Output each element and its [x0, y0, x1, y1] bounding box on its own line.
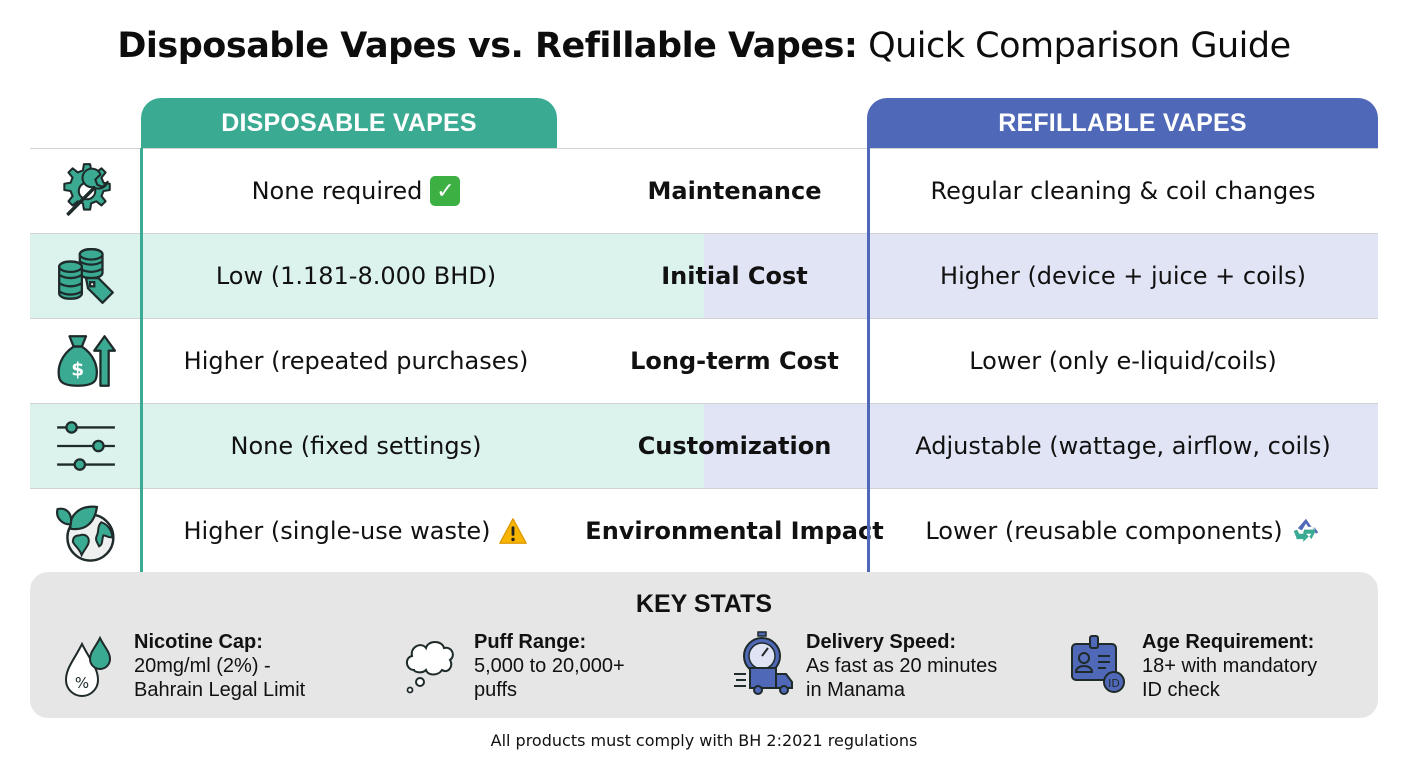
- refillable-column-divider: [867, 148, 870, 572]
- row-icon-cell: [30, 489, 141, 573]
- table-row-environmental-impact: Higher (single-use waste) Environmental …: [30, 488, 1378, 573]
- stat-label: Puff Range:: [474, 631, 587, 653]
- check-mark-icon: ✓: [430, 176, 461, 206]
- coins-price-tag-icon: [57, 248, 114, 304]
- page-title-bold: Disposable Vapes vs. Refillable Vapes:: [117, 26, 858, 66]
- disposable-environmental-impact-value: Higher (single-use waste): [141, 489, 571, 573]
- table-row-long-term-cost: $ Higher (repeated purchases) Long-term …: [30, 318, 1378, 403]
- compliance-footnote: All products must comply with BH 2:2021 …: [490, 731, 918, 750]
- svg-text:$: $: [71, 359, 84, 380]
- stat-age-requirement: ID Age Requirement: 18+ with mandatory I…: [1068, 630, 1317, 710]
- disposable-column-header: DISPOSABLE VAPES: [141, 98, 557, 149]
- svg-text:%: %: [75, 674, 89, 692]
- disposable-column-divider: [140, 148, 143, 572]
- feature-label-customization: Customization: [637, 432, 832, 460]
- disposable-initial-cost-value: Low (1.181-8.000 BHD): [215, 262, 497, 290]
- refillable-long-term-cost-value: Lower (only e-liquid/coils): [969, 347, 1277, 375]
- refillable-column-header: REFILLABLE VAPES: [867, 98, 1378, 149]
- row-icon-cell: [30, 234, 141, 318]
- key-stats-title: KEY STATS: [635, 590, 773, 618]
- feature-label-long-term-cost: Long-term Cost: [630, 347, 839, 375]
- sliders-icon: [56, 421, 115, 471]
- stat-nicotine-cap: % Nicotine Cap: 20mg/ml (2%) - Bahrain L…: [60, 630, 305, 710]
- feature-label-initial-cost: Initial Cost: [661, 262, 808, 290]
- refillable-customization-value: Adjustable (wattage, airflow, coils): [915, 432, 1331, 460]
- table-row-maintenance: None required ✓ Maintenance Regular clea…: [30, 148, 1378, 233]
- table-row-customization: None (fixed settings) Customization Adju…: [30, 403, 1378, 488]
- feature-label-maintenance: Maintenance: [647, 177, 822, 205]
- recycle-icon: [1291, 516, 1321, 546]
- row-icon-cell: [30, 404, 141, 488]
- money-bag-arrow-up-icon: $: [57, 335, 116, 387]
- stat-puff-range: Puff Range: 5,000 to 20,000+ puffs: [400, 630, 625, 710]
- droplet-percent-icon: %: [64, 635, 112, 697]
- refillable-maintenance-value: Regular cleaning & coil changes: [930, 177, 1316, 205]
- comparison-table: None required ✓ Maintenance Regular clea…: [30, 148, 1378, 572]
- refillable-environmental-impact-value: Lower (reusable components): [868, 489, 1378, 573]
- cloud-puff-icon: [406, 641, 454, 694]
- gear-wrench-icon: [62, 163, 111, 216]
- stat-label: Delivery Speed:: [806, 631, 957, 653]
- stat-label: Age Requirement:: [1142, 631, 1315, 653]
- page-title: Disposable Vapes vs. Refillable Vapes: Q…: [0, 26, 1408, 66]
- row-icon-cell: [30, 149, 141, 233]
- disposable-long-term-cost-value: Higher (repeated purchases): [183, 347, 529, 375]
- svg-text:ID: ID: [1108, 677, 1120, 690]
- refillable-initial-cost-value: Higher (device + juice + coils): [940, 262, 1306, 290]
- stat-label: Nicotine Cap:: [134, 631, 263, 653]
- stopwatch-truck-icon: [734, 631, 793, 695]
- disposable-customization-value: None (fixed settings): [230, 432, 482, 460]
- disposable-maintenance-value: None required ✓: [141, 149, 571, 233]
- table-row-initial-cost: Low (1.181-8.000 BHD) Initial Cost Highe…: [30, 233, 1378, 318]
- key-stats-panel: KEY STATS % Nicotine Cap: 20mg/ml (2%) -…: [30, 572, 1378, 718]
- warning-icon: [498, 516, 528, 546]
- row-icon-cell: $: [30, 319, 141, 403]
- globe-leaf-icon: [55, 505, 115, 562]
- feature-label-environmental-impact: Environmental Impact: [585, 517, 884, 545]
- page-title-subtitle: Quick Comparison Guide: [868, 26, 1291, 66]
- stat-delivery-speed: Delivery Speed: As fast as 20 minutes in…: [732, 630, 997, 710]
- id-badge-icon: ID: [1071, 635, 1125, 693]
